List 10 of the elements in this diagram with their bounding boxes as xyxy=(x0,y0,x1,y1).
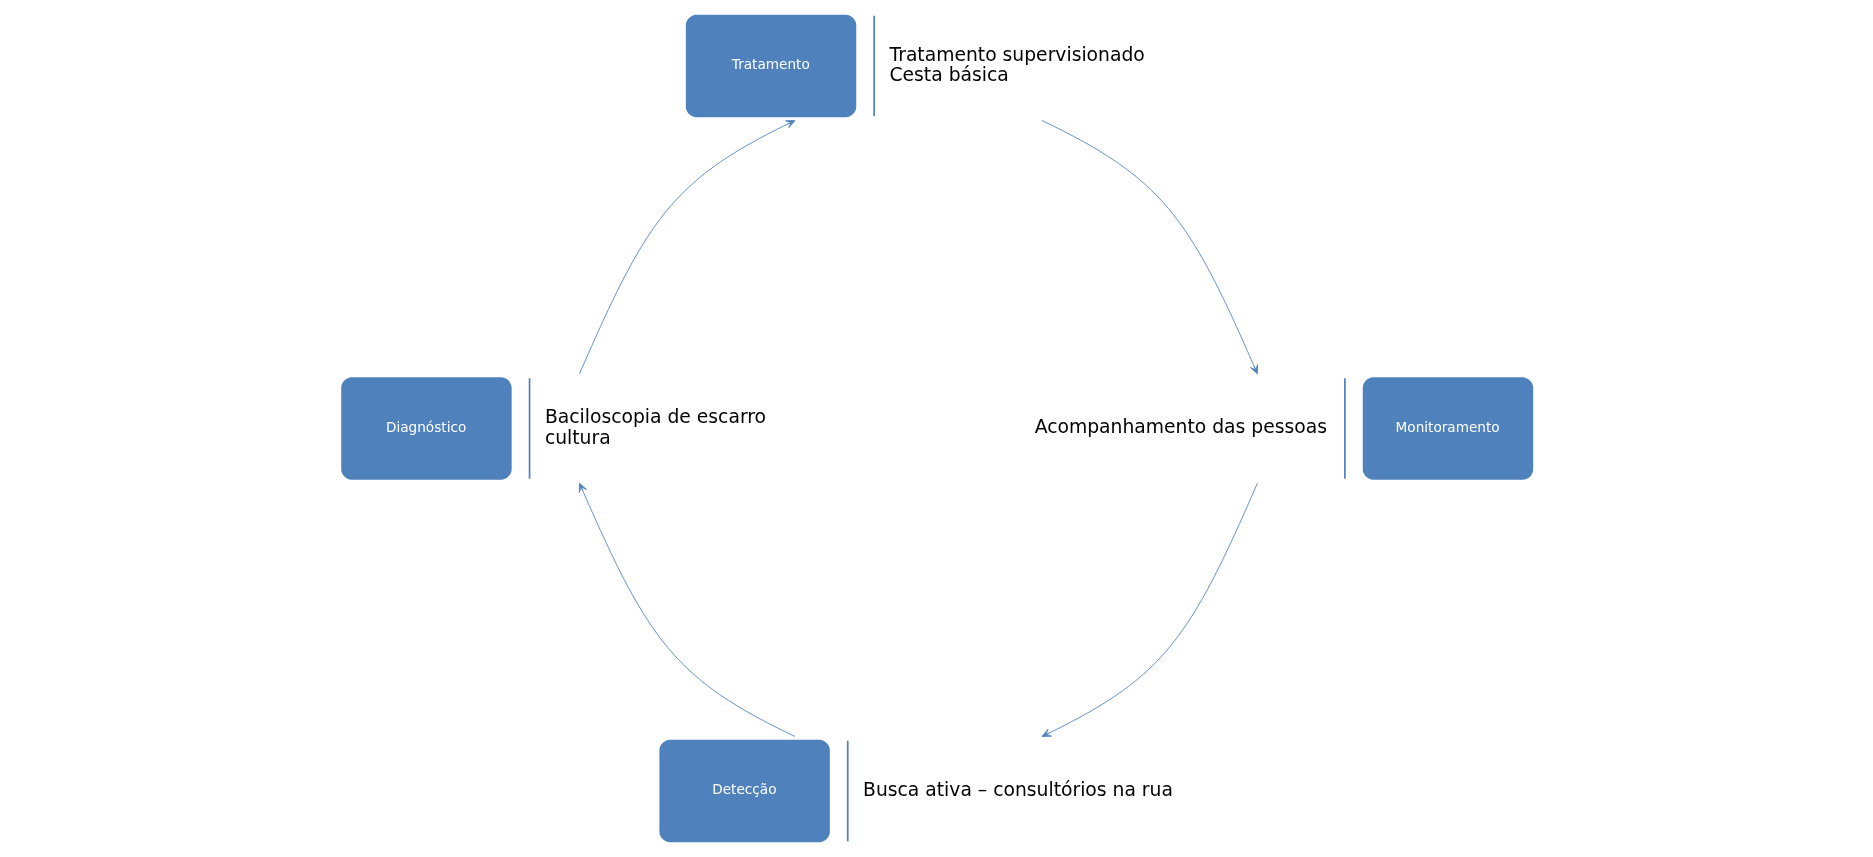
node-label: Baciloscopia de escarro xyxy=(544,406,766,428)
arrow xyxy=(1041,120,1258,375)
node-label: Tratamento supervisionado xyxy=(888,43,1145,65)
arrow xyxy=(578,482,795,737)
node-label: Busca ativa – consultórios na rua xyxy=(862,778,1173,800)
node-label: cultura xyxy=(544,426,611,448)
arrow xyxy=(1041,482,1258,737)
node-label: Cesta básica xyxy=(888,64,1009,85)
arrow xyxy=(578,120,795,375)
node-label: Acompanhamento das pessoas xyxy=(1034,416,1327,438)
